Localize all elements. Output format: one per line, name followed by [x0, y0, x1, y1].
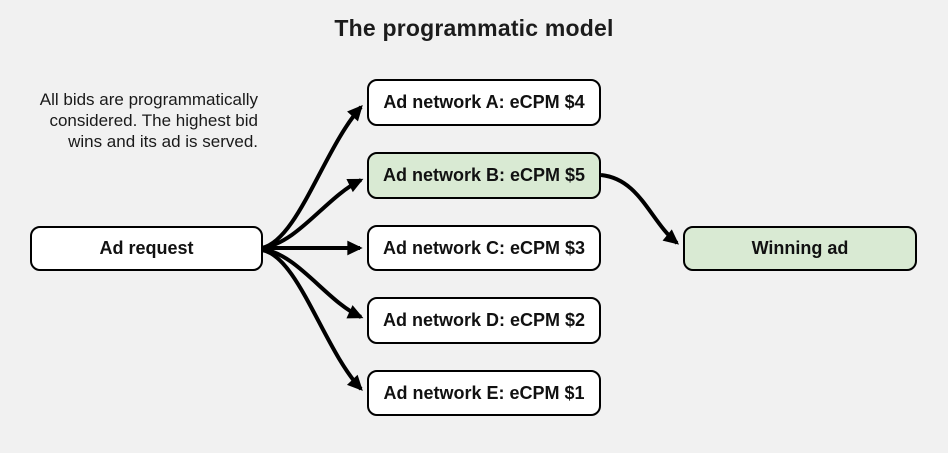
network-box-c: Ad network C: eCPM $3 — [367, 225, 601, 271]
network-label: Ad network E: eCPM $1 — [383, 382, 585, 403]
arrow-request-to-network-a — [261, 105, 363, 250]
network-label: Ad network A: eCPM $4 — [383, 92, 585, 112]
description-line: considered. The highest bid — [49, 111, 258, 130]
ad-request-label: Ad request — [99, 238, 194, 258]
description-line: wins and its ad is served. — [68, 132, 258, 151]
network-label: Ad network D: eCPM $2 — [382, 310, 586, 330]
network-box-b: Ad network B: eCPM $5 — [367, 152, 601, 199]
diagram-title: The programmatic model — [334, 15, 614, 41]
description-text: All bids are programmatically considered… — [8, 89, 258, 152]
description-line: All bids are programmatically — [39, 90, 258, 109]
winning-ad-label: Winning ad — [751, 238, 849, 258]
network-label: Ad network B: eCPM $5 — [382, 165, 586, 185]
arrow-request-to-network-e — [261, 248, 363, 391]
network-label: Ad network C: eCPM $3 — [382, 237, 586, 258]
network-box-e: Ad network E: eCPM $1 — [367, 370, 601, 416]
network-box-a: Ad network A: eCPM $4 — [367, 79, 601, 126]
ad-request-box: Ad request — [30, 226, 263, 271]
network-box-d: Ad network D: eCPM $2 — [367, 297, 601, 344]
arrow-network-b-to-winner — [600, 173, 680, 245]
winning-ad-box: Winning ad — [683, 226, 917, 271]
arrow-request-to-network-b — [261, 178, 364, 250]
arrow-request-to-network-d — [261, 247, 364, 319]
